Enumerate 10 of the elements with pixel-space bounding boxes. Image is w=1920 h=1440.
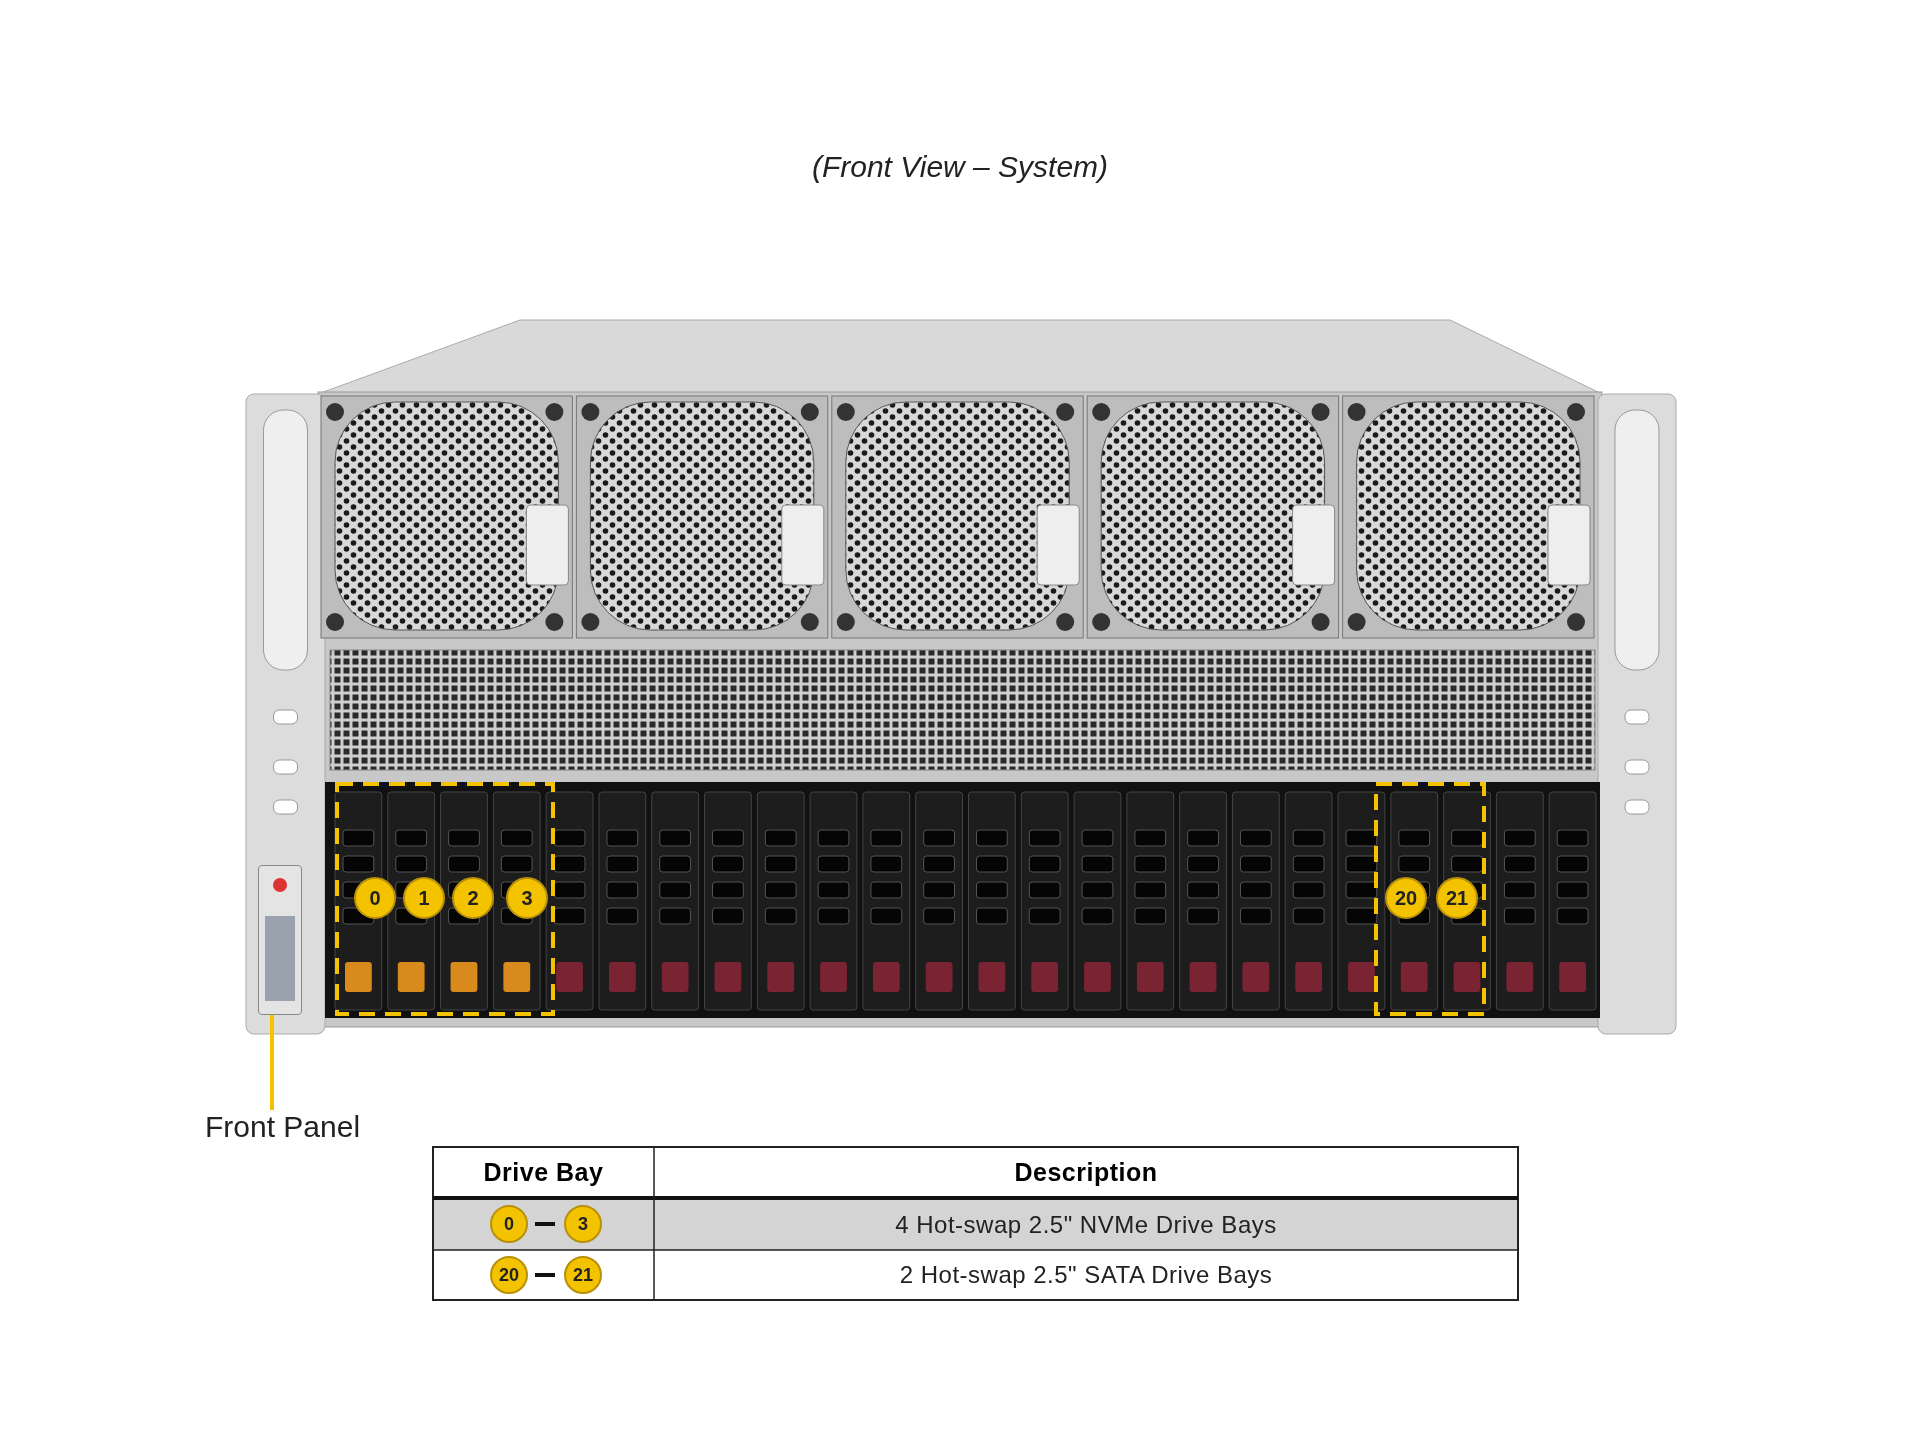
table-text: 4 Hot-swap 2.5" NVMe Drive Bays (894, 1210, 1278, 1240)
callout-number: 21 (564, 1256, 602, 1294)
callout-number: 20 (490, 1256, 528, 1294)
leader-line (270, 1015, 274, 1110)
front-panel-label: Front Panel (205, 1110, 370, 1150)
title: (Front View – System) (811, 150, 1109, 184)
front-panel (258, 865, 302, 1015)
table-text: 2 Hot-swap 2.5" SATA Drive Bays (898, 1260, 1274, 1290)
table-header: Description (1013, 1157, 1159, 1188)
table-header: Drive Bay (482, 1157, 605, 1188)
